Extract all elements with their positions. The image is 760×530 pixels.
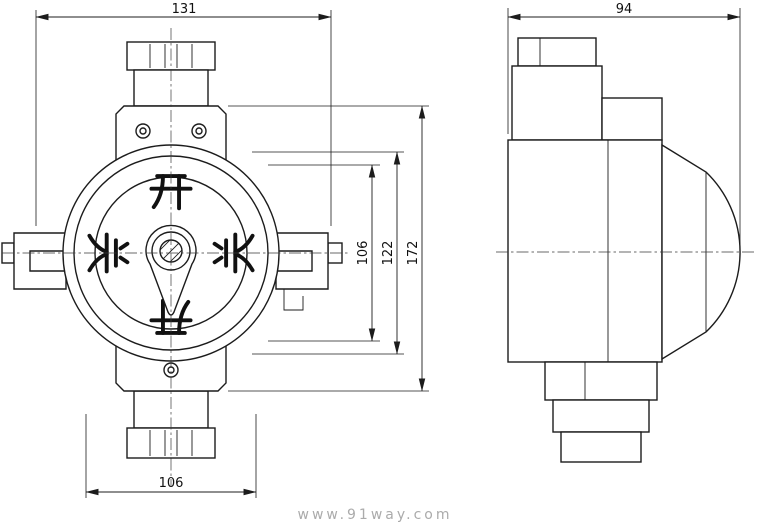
left-clamp-lug xyxy=(13,232,67,290)
bottom-cap-knurl-lines xyxy=(149,430,193,456)
dimension-label-94: 94 xyxy=(616,2,633,17)
dimension-label-122: 122 xyxy=(381,241,396,266)
side-top-neck xyxy=(511,65,603,141)
dimension-front-inner-height: 106 xyxy=(268,164,380,342)
side-cover-dome xyxy=(661,143,741,361)
dimension-front-mid-height: 122 xyxy=(252,151,404,355)
front-view: 开 关 关 开 xyxy=(1,41,343,459)
side-body xyxy=(507,139,663,363)
dimension-label-106-bottom: 106 xyxy=(159,476,184,491)
right-lug-step xyxy=(283,289,304,311)
side-view xyxy=(507,37,741,463)
dimension-side-depth: 94 xyxy=(507,2,741,248)
dimension-front-overall-height: 172 xyxy=(228,105,429,392)
top-flange-bolt-hole-right xyxy=(191,123,207,139)
dimension-label-172: 172 xyxy=(406,241,421,266)
dimension-label-106-vertical: 106 xyxy=(356,241,371,266)
dimensions: 131 106 106 122 172 xyxy=(35,2,741,498)
side-bottom-neck xyxy=(552,399,650,433)
side-top-conduit xyxy=(511,37,663,141)
side-top-cap xyxy=(517,37,597,67)
side-bottom-conduit xyxy=(544,361,658,463)
right-clamp-lug xyxy=(275,232,329,290)
dimension-front-bottom-width: 106 xyxy=(85,414,257,498)
dimension-front-overall-width: 131 xyxy=(35,2,332,226)
top-flange-bolt-hole-right-inner xyxy=(195,127,203,135)
centerlines xyxy=(2,28,754,486)
side-top-boss xyxy=(601,97,663,141)
side-bottom-cap xyxy=(560,431,642,463)
top-cap-knurl-lines xyxy=(149,44,193,68)
watermark-text: www.91way.com xyxy=(298,507,453,523)
top-flange-bolt-hole-left xyxy=(135,123,151,139)
dimension-label-131: 131 xyxy=(172,2,197,17)
side-bottom-boss xyxy=(544,361,658,401)
top-flange-bolt-hole-left-inner xyxy=(139,127,147,135)
